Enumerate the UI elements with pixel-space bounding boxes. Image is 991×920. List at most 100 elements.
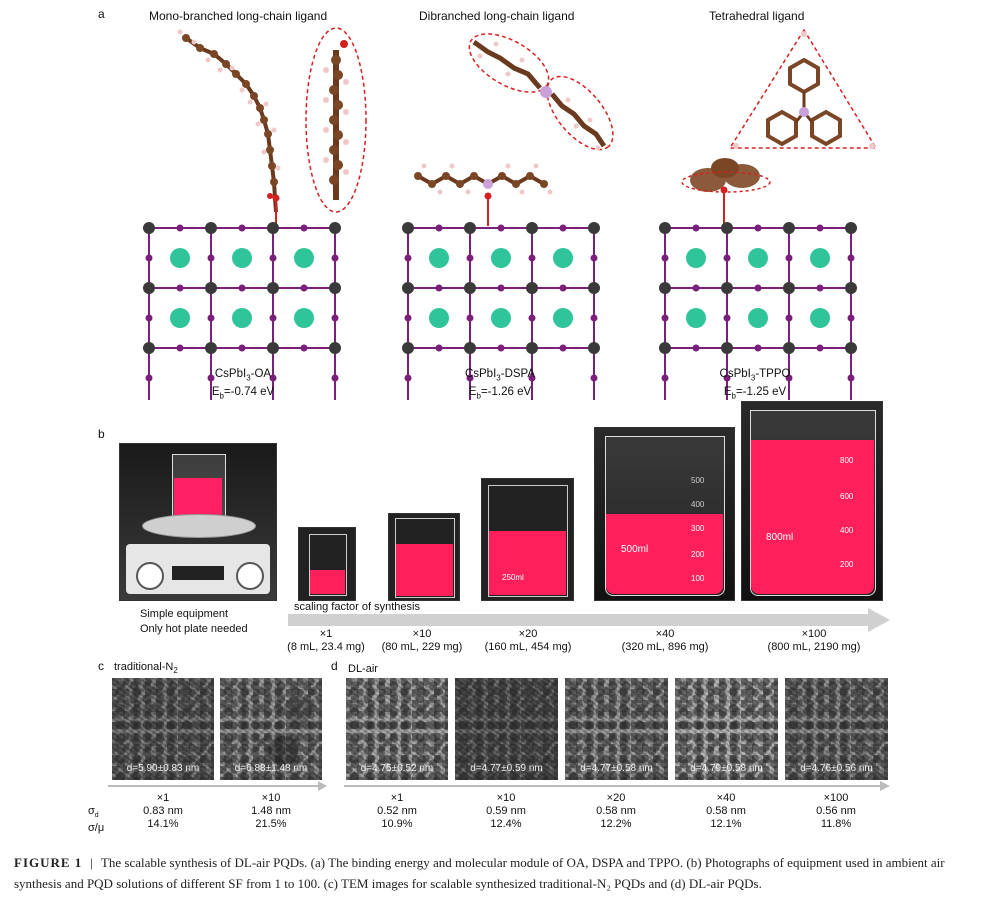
i-atom: [436, 285, 443, 292]
i-atom: [755, 285, 762, 292]
pb-atom: [205, 222, 217, 234]
pb-atom: [526, 222, 538, 234]
scaling-label: scaling factor of synthesis: [294, 601, 420, 614]
pb-atom: [402, 282, 414, 294]
tem-image-n2-x1: d=5.90±0.83 nm: [112, 678, 214, 780]
i-atom: [755, 225, 762, 232]
i-atom: [529, 315, 536, 322]
panel-b-letter: b: [98, 427, 105, 441]
panel-c-letter: c: [98, 659, 104, 673]
pb-atom: [721, 282, 733, 294]
pb-atom: [402, 222, 414, 234]
oa-inset: [306, 28, 366, 212]
i-atom: [560, 345, 567, 352]
cs-atom: [491, 248, 511, 268]
dspa-ligand: [414, 164, 553, 227]
beaker-x40-tick-200: 200: [691, 550, 704, 559]
cs-atom: [553, 248, 573, 268]
i-atom: [560, 225, 567, 232]
cs-atom: [810, 248, 830, 268]
pb-atom: [402, 342, 414, 354]
i-atom: [848, 375, 855, 382]
i-atom: [817, 225, 824, 232]
i-atom: [693, 225, 700, 232]
pb-atom: [267, 282, 279, 294]
tppo-ligand: [682, 158, 770, 226]
i-atom: [817, 345, 824, 352]
i-atom: [662, 375, 669, 382]
cs-atom: [748, 248, 768, 268]
i-atom: [301, 225, 308, 232]
tem-image-dl-x40: d=4.79±0.58 nm: [675, 678, 778, 780]
i-atom: [529, 255, 536, 262]
pb-atom: [526, 282, 538, 294]
beaker-photo-x40: 500ml 300 200 100 400 500: [594, 427, 735, 601]
i-atom: [755, 345, 762, 352]
pb-atom: [659, 342, 671, 354]
i-atom: [177, 285, 184, 292]
beaker-factor-x20: ×20(160 mL, 454 mg): [476, 628, 580, 654]
panel-d-letter: d: [331, 659, 338, 673]
beaker-photo-x100: 800ml 800 600 400 200: [741, 401, 883, 601]
i-atom: [817, 285, 824, 292]
beaker-x40-tick-400: 400: [691, 500, 704, 509]
tem-dl-x1-label: d=4.75±0.52 nm: [346, 763, 448, 774]
i-atom: [436, 225, 443, 232]
beaker-x40-volume: 500ml: [621, 544, 648, 555]
i-atom: [239, 345, 246, 352]
cs-atom: [294, 248, 314, 268]
cs-atom: [429, 248, 449, 268]
i-atom: [146, 375, 153, 382]
i-atom: [301, 285, 308, 292]
i-atom: [693, 285, 700, 292]
i-atom: [177, 225, 184, 232]
pb-atom: [143, 222, 155, 234]
cs-atom: [170, 308, 190, 328]
i-atom: [724, 255, 731, 262]
panel-d-arrow: [344, 780, 892, 792]
pb-atom: [659, 282, 671, 294]
panel-c-arrow: [108, 780, 328, 792]
i-atom: [146, 255, 153, 262]
tem-image-dl-x100: d=4.76±0.56 nm: [785, 678, 888, 780]
pb-atom: [205, 282, 217, 294]
pb-atom: [526, 342, 538, 354]
beaker-factor-x40: ×40(320 mL, 896 mg): [610, 628, 720, 654]
i-atom: [239, 225, 246, 232]
tem-image-n2-x10: d=6.88±1.48 nm: [220, 678, 322, 780]
beaker-photo-x20: 250ml: [481, 478, 574, 601]
oa-ligand-chain: [178, 30, 281, 227]
caption-separator: |: [90, 855, 93, 870]
tem-dl-x40-label: d=4.79±0.58 nm: [675, 763, 778, 774]
pb-atom: [659, 222, 671, 234]
tppo-inset: [730, 30, 876, 149]
beaker-x100-tick-400: 400: [840, 526, 853, 535]
i-atom: [591, 255, 598, 262]
i-atom: [560, 285, 567, 292]
i-atom: [405, 315, 412, 322]
i-atom: [208, 315, 215, 322]
formula-tppo: CsPbI3-TPPO Eb=-1.25 eV: [695, 367, 815, 404]
cs-atom: [748, 308, 768, 328]
pb-atom: [464, 342, 476, 354]
pb-atom: [845, 282, 857, 294]
pb-atom: [845, 342, 857, 354]
cs-atom: [232, 248, 252, 268]
hotplate-photo: [119, 443, 277, 601]
pb-atom: [588, 282, 600, 294]
beaker-x40-tick-500: 500: [691, 476, 704, 485]
i-atom: [498, 345, 505, 352]
cs-atom: [553, 308, 573, 328]
pb-atom: [588, 342, 600, 354]
panel-d-title: DL-air: [348, 663, 378, 676]
tem-image-dl-x20: d=4.77±0.58 nm: [565, 678, 668, 780]
equipment-line-1: Simple equipment: [140, 608, 228, 621]
cs-atom: [170, 248, 190, 268]
i-atom: [724, 315, 731, 322]
i-atom: [591, 315, 598, 322]
pb-atom: [143, 342, 155, 354]
pb-atom: [721, 222, 733, 234]
pb-atom: [783, 282, 795, 294]
